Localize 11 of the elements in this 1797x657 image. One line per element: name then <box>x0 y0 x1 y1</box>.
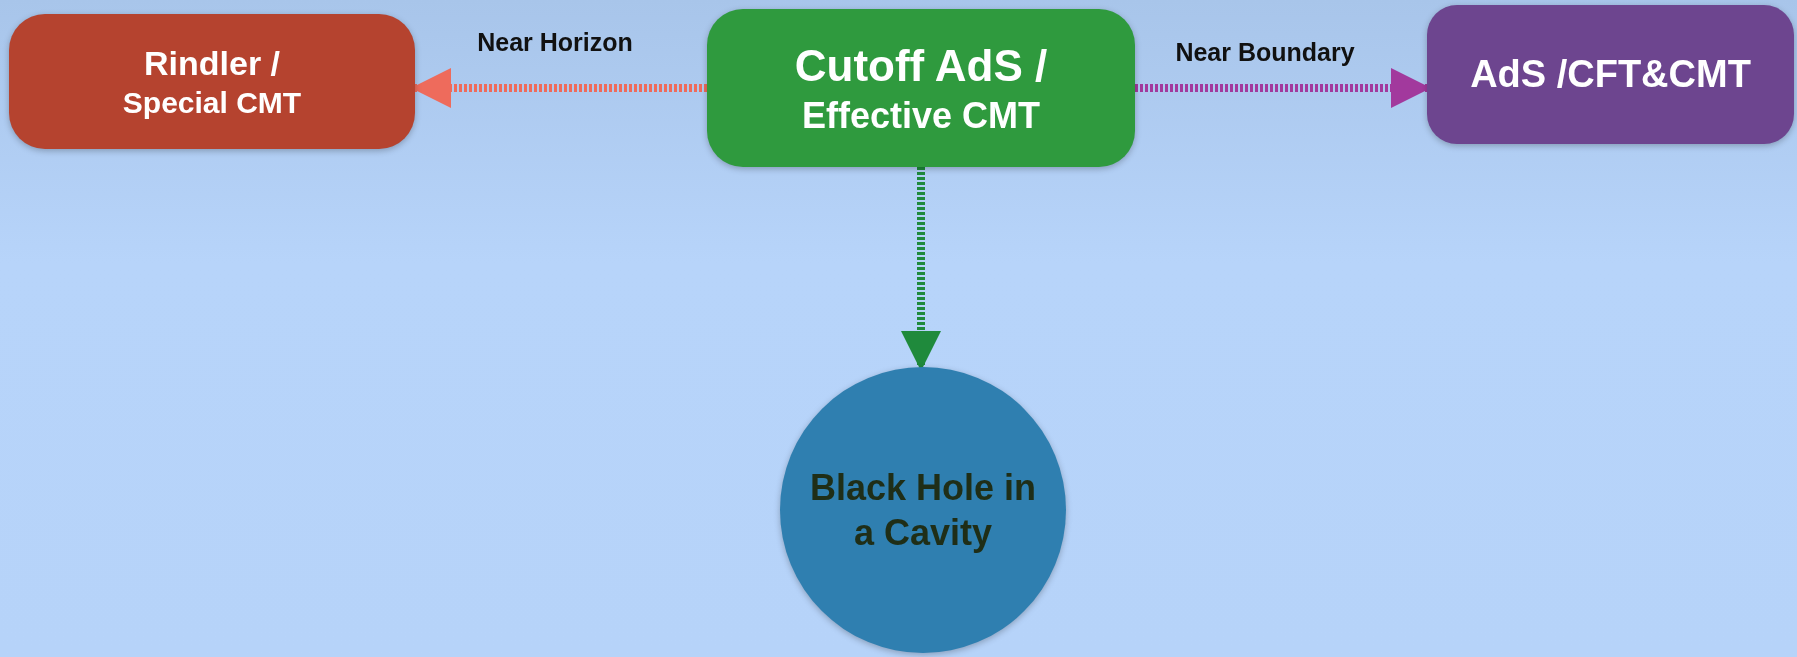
node-text: Special CMT <box>121 85 303 121</box>
node-text: Rindler / <box>143 42 281 84</box>
rounded-box <box>9 14 415 149</box>
node-text: AdS /CFT&CMT <box>1469 51 1752 97</box>
edge-label: Near Horizon <box>477 27 633 57</box>
node-text: Effective CMT <box>800 94 1041 138</box>
rounded-box <box>1427 5 1794 144</box>
edge-label: Near Boundary <box>1175 37 1355 67</box>
node-text: Cutoff AdS / <box>793 40 1049 92</box>
rounded-box <box>707 9 1135 167</box>
node-text: Black Hole in a Cavity <box>808 466 1038 555</box>
